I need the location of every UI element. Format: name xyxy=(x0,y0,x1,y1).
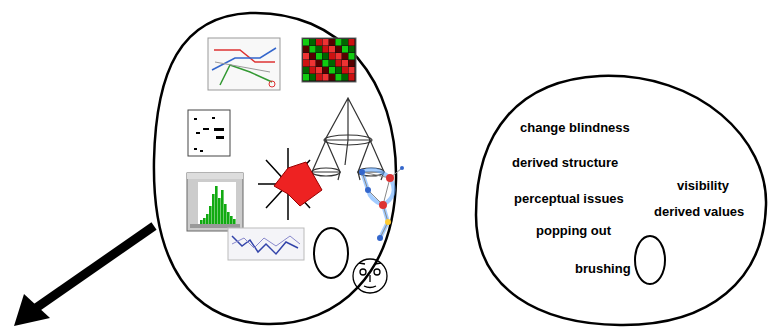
dot-plot-thumbnail xyxy=(188,110,230,156)
small-blob xyxy=(635,236,665,284)
concept-label: brushing xyxy=(575,261,631,277)
concept-label: popping out xyxy=(536,223,611,239)
left-blob xyxy=(154,13,396,324)
histogram-thumbnail xyxy=(187,173,243,231)
concept-label: perceptual issues xyxy=(514,191,624,207)
face-icon xyxy=(353,259,387,293)
big-arrow xyxy=(14,226,154,326)
concept-blob: change blindness derived structure visibil… xyxy=(470,70,770,330)
tube-map-thumbnail xyxy=(208,38,280,90)
star-glyph-thumbnail xyxy=(258,148,322,220)
line-chart-thumbnail xyxy=(228,228,304,260)
graph-thumbnail xyxy=(359,166,404,241)
concept-label: derived values xyxy=(654,204,744,220)
small-blob xyxy=(314,228,348,278)
concept-label: change blindness xyxy=(520,120,630,136)
heatmap-thumbnail xyxy=(302,38,356,82)
blob-outline xyxy=(476,76,766,325)
concept-label: derived structure xyxy=(512,155,618,171)
concept-label: visibility xyxy=(677,178,729,194)
